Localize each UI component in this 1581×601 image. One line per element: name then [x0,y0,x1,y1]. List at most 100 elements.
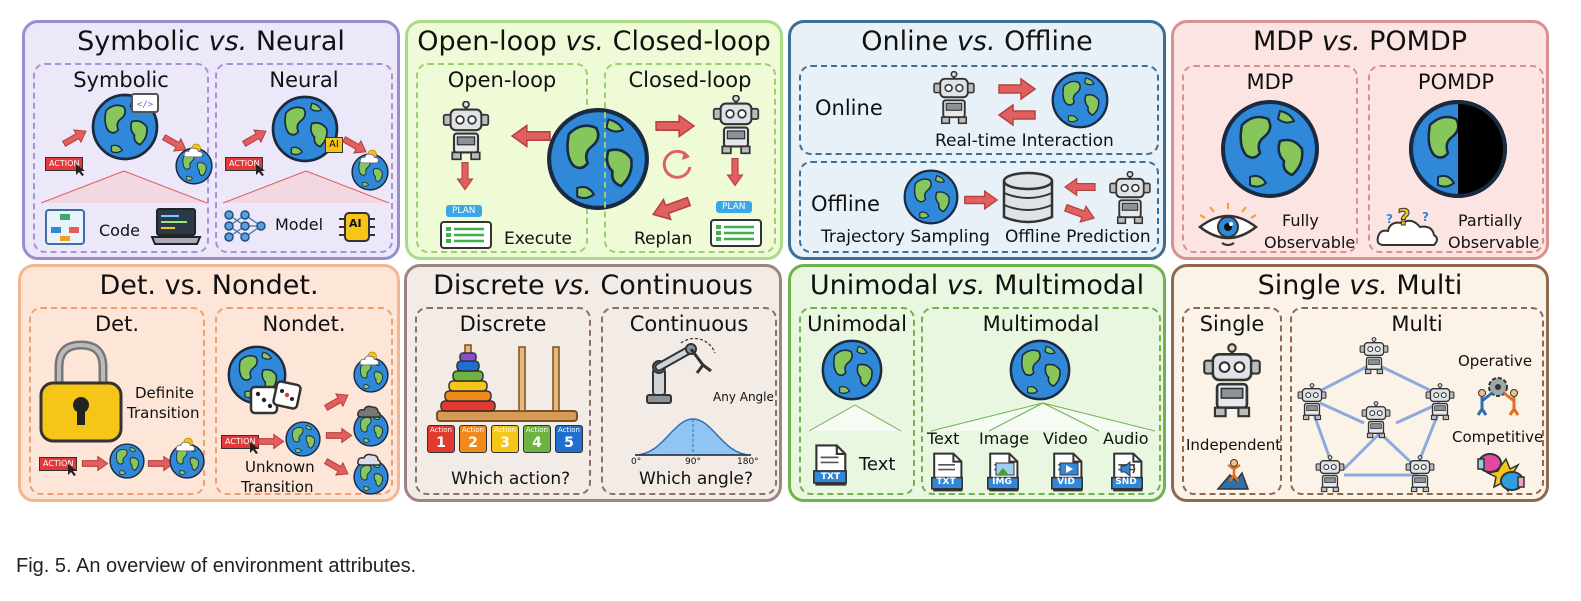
sub-symbolic: Symbolic </> ACTION Code [33,63,209,253]
action-tiles: Action1Action2Action3Action4Action5 [427,425,587,455]
gears-team-icon [1472,373,1524,417]
panel-unimodal-multimodal: Unimodal vs. Multimodal Unimodal TXT Tex… [788,264,1166,502]
observable-caption: Observable [1448,233,1539,253]
arrow-right-icon [81,455,109,472]
robot-icon [1358,337,1390,375]
panel-discrete-continuous: Discrete vs. Continuous Discrete Action1… [404,264,782,502]
panel-mdp-pomdp: MDP vs. POMDP MDP Fully Observable POMDP… [1171,20,1549,260]
earth-icon [109,443,145,479]
sub-discrete: Discrete Action1Action2Action3Action4Act… [415,307,591,495]
robot-icon [1314,455,1346,493]
arrow-right-icon [325,427,353,444]
angle-distribution-chart [633,417,753,457]
arrow-left-icon [997,103,1037,127]
action-tile-word: Action [524,426,550,435]
sub-title-symbolic: Symbolic [35,67,207,93]
panel-online-offline: Online vs. Offline Online Real-time Inte… [788,20,1166,260]
competitive-caption: Competitive [1452,427,1543,447]
arrow-icon [59,123,92,152]
panel-title: Symbolic vs. Neural [25,25,397,59]
svg-text:?: ? [1398,206,1411,231]
unknown-caption: Unknown [245,457,315,477]
panel-open-closed: Open-loop vs. Closed-loop Open-loop PLAN… [405,20,783,260]
transition-caption: Transition [127,403,200,423]
sub-closed-loop: Closed-loop PLAN Replan [604,63,776,253]
fully-caption: Fully [1282,211,1319,231]
arrow-down-right-icon [321,453,354,482]
action-tile-3: Action3 [491,425,519,453]
earth-icon [1009,339,1071,401]
independent-caption: Independent [1186,435,1281,455]
plan-badge: PLAN [446,205,482,217]
prediction-caption: Offline Prediction [1005,227,1151,247]
sub-title-continuous: Continuous [603,311,775,337]
sub-title-neural: Neural [217,67,391,93]
sub-single: Single Independent [1182,307,1282,495]
robot-icon [1296,383,1328,421]
robot-icon [1424,383,1456,421]
img-tag: IMG [989,477,1015,488]
execute-caption: Execute [504,229,572,249]
image-label: Image [979,429,1029,449]
panel-symbolic-neural: Symbolic vs. Neural Symbolic </> ACTION … [22,20,400,260]
sub-online: Online Real-time Interaction [799,65,1159,155]
action-tile-word: Action [492,426,518,435]
sub-title-multimodal: Multimodal [923,311,1159,337]
cloud-icon [175,437,197,453]
offline-label: Offline [811,191,880,217]
refresh-icon [660,147,694,181]
svg-text:</>: </> [137,100,154,110]
sub-offline: Offline Trajectory Sampling Offline Pred… [799,161,1159,253]
which-action-caption: Which action? [451,469,570,489]
arrow-down-icon [456,161,474,191]
arrow-down-icon [726,157,744,187]
action-tile-number: 2 [460,435,486,451]
online-label: Online [815,95,883,121]
sub-det: Det. Definite Transition ACTION [29,307,205,495]
sub-mdp: MDP Fully Observable [1182,65,1358,253]
action-tile-number: 1 [428,435,454,451]
sub-title-unimodal: Unimodal [801,311,913,337]
robot-icon [1360,401,1392,439]
arrow-right-icon [654,113,696,139]
projection-lines [807,403,903,433]
robot-arm-icon [641,339,721,405]
svg-text:?: ? [1422,210,1429,224]
arrow-right-icon [257,433,285,450]
partially-caption: Partially [1458,211,1522,231]
any-angle-label: Any Angle [713,387,774,407]
sub-nondet: Nondet. ACTION Unknown Transition [215,307,393,495]
action-tile-number: 5 [556,435,582,451]
video-label: Video [1043,429,1088,449]
earth-icon [903,169,959,225]
earth-icon [1051,71,1109,129]
sub-pomdp: POMDP ??? Partially Observable [1368,65,1544,253]
panel-title: Det. vs. Nondet. [21,269,397,303]
arrow-icon [239,123,272,152]
model-caption: Model [275,215,323,235]
dice-icon [249,379,303,419]
figure-caption: Fig. 5. An overview of environment attri… [16,555,416,578]
checklist-icon [710,219,762,247]
projection-lines [39,169,209,203]
panel-det-nondet: Det. vs. Nondet. Det. Definite Transitio… [18,264,400,502]
robot-icon [1404,455,1436,493]
observable-caption: Observable [1264,233,1355,253]
panel-title: Online vs. Offline [791,25,1163,59]
storm-cloud-icon [357,405,381,419]
boxing-gloves-icon [1476,449,1526,493]
sub-multimodal: Multimodal Text Image Video Audio TXT IM… [921,307,1161,495]
earth-icon [821,339,883,401]
arrow-left-icon [1063,177,1097,197]
robot-icon [440,101,492,161]
neural-network-icon [223,207,267,245]
sub-multi: Multi Operative Competitive [1290,307,1544,495]
flowchart-icon [45,209,85,245]
panel-title: Single vs. Multi [1174,269,1546,303]
sub-title-pomdp: POMDP [1370,69,1542,95]
sub-title-single: Single [1184,311,1280,337]
definite-caption: Definite [135,383,194,403]
sub-unimodal: Unimodal TXT Text [799,307,915,495]
